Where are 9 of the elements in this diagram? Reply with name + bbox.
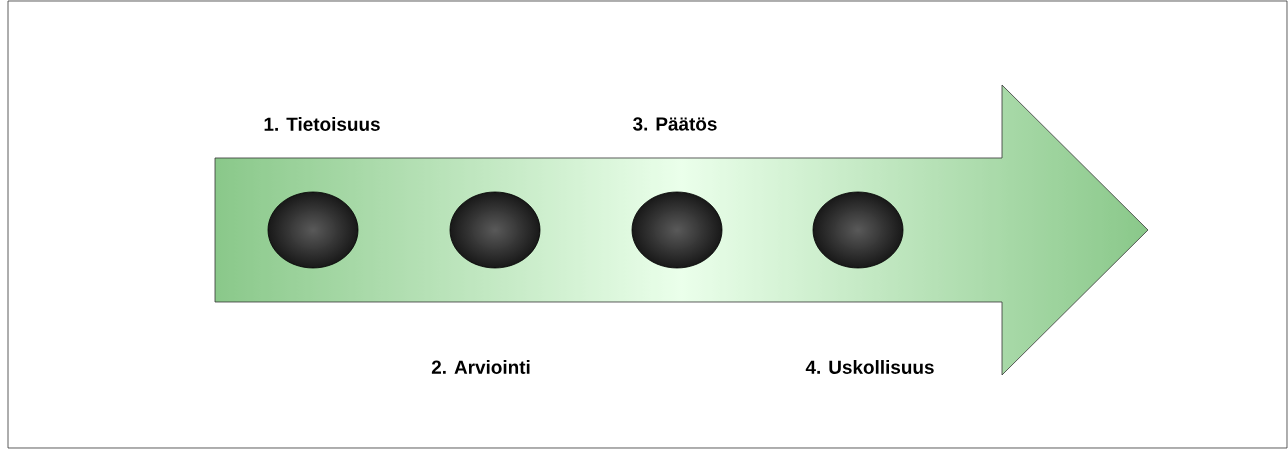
step-label: 2. Arviointi: [431, 360, 530, 374]
step-label: 4. Uskollisuus: [805, 360, 934, 374]
step-label: 1. Tietoisuus: [264, 117, 380, 131]
step-label: 3. Päätös: [633, 117, 717, 131]
dark-circle: [267, 191, 359, 269]
dark-circle: [631, 191, 723, 269]
arrow-shape: [214, 84, 1149, 376]
dark-circle: [449, 191, 541, 269]
dark-circle: [812, 191, 904, 269]
